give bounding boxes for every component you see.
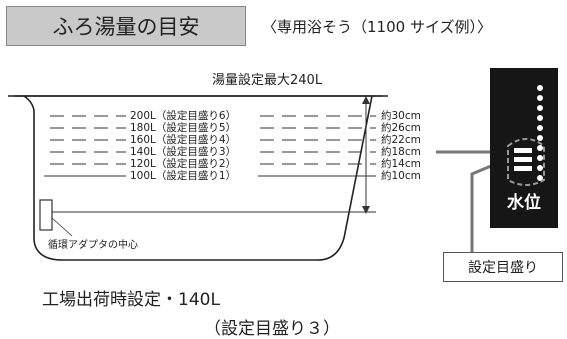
max-volume-label: 湯量設定最大240L	[212, 73, 323, 88]
level-label: 140L（設定目盛り3）	[130, 146, 237, 158]
depth-label: 約18cm	[381, 146, 421, 158]
depth-label: 約26cm	[381, 122, 421, 134]
level-label: 200L（設定目盛り6）	[130, 110, 237, 122]
depth-label: 約10cm	[381, 170, 421, 182]
level-lines	[50, 115, 376, 165]
page-title-text: ふろ湯量の目安	[52, 15, 200, 39]
page-subtitle: 〈専用浴そう（1100 サイズ例）〉	[262, 18, 492, 36]
depth-label: 約30cm	[381, 110, 421, 122]
remote-panel	[490, 68, 558, 228]
page-title: ふろ湯量の目安	[6, 6, 246, 46]
scale-tag-text: 設定目盛り	[468, 260, 538, 276]
water-level-label: 水位	[507, 193, 541, 213]
level-label: 180L（設定目盛り5）	[130, 122, 237, 134]
adapter-icon	[39, 199, 53, 231]
level-label: 100L（設定目盛り1）	[130, 170, 237, 182]
factory-setting-scale: （設定目盛り３）	[204, 319, 340, 339]
level-label: 160L（設定目盛り4）	[130, 134, 237, 146]
depth-label: 約22cm	[381, 134, 421, 146]
water-level-indicator	[507, 85, 545, 186]
factory-setting: 工場出荷時設定・140L	[42, 290, 220, 310]
depth-label: 約14cm	[381, 158, 421, 170]
level-label: 120L（設定目盛り2）	[130, 158, 237, 170]
adapter-label: 循環アダプタの中心	[48, 240, 138, 251]
scale-tag: 設定目盛り	[443, 252, 563, 282]
